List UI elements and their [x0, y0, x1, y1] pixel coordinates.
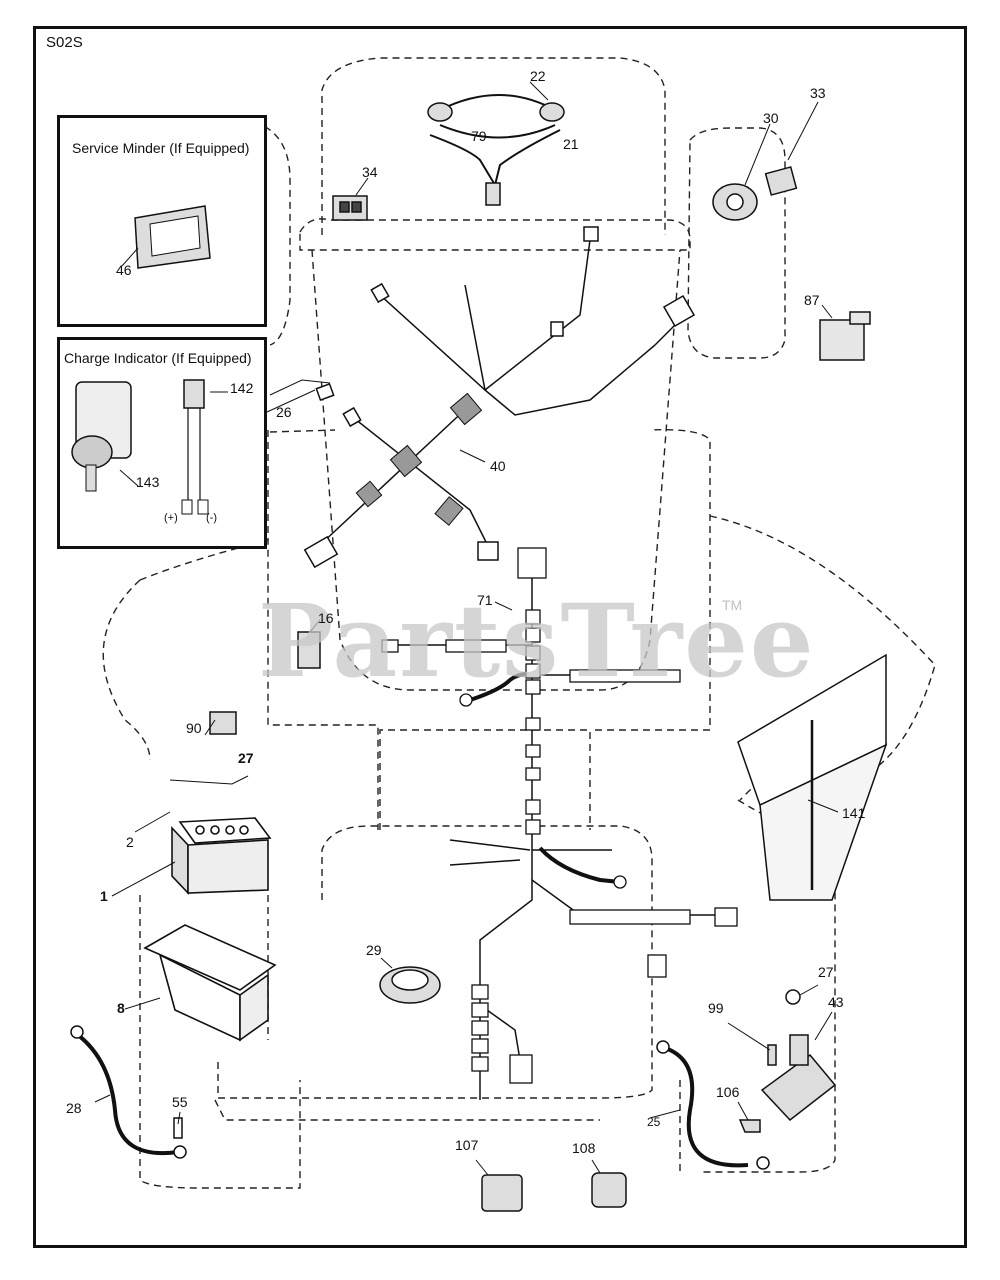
watermark-trademark: TM [722, 597, 743, 613]
callout-87: 87 [804, 292, 820, 308]
callout-55: 55 [172, 1094, 188, 1110]
battery-region-outline [139, 539, 379, 830]
charge-indicator-title: Charge Indicator (If Equipped) [64, 350, 252, 366]
cable-25 [664, 1046, 749, 1168]
callout-16: 16 [318, 610, 334, 626]
callout-108: 108 [572, 1140, 596, 1156]
callout-1: 1 [100, 888, 108, 904]
callout-90: 90 [186, 720, 202, 736]
relay-87 [819, 311, 871, 361]
chassis-outline [379, 729, 591, 830]
hood-lower-outline [311, 249, 681, 691]
diagram-frame [33, 26, 967, 1248]
connector-16 [297, 631, 321, 669]
callout-34: 34 [362, 164, 378, 180]
callout-43: 43 [828, 994, 844, 1010]
callout-99: 99 [708, 1000, 724, 1016]
callout-142: 142 [230, 380, 254, 396]
solenoid-107 [481, 1174, 523, 1212]
charge-indicator-inset: Charge Indicator (If Equipped) 142 143 (… [57, 337, 267, 549]
battery-1 [171, 817, 272, 896]
grommet-29 [379, 966, 441, 1004]
callout-8: 8 [117, 1000, 125, 1016]
hood-outline [321, 57, 666, 235]
callout-27-battery: 27 [238, 750, 254, 766]
service-minder-part-46 [121, 205, 211, 269]
key-33 [764, 166, 798, 196]
lower-center-outline [217, 825, 653, 1099]
diagram-code: S02S [46, 34, 83, 51]
callout-33: 33 [810, 85, 826, 101]
callout-25: 25 [647, 1115, 661, 1129]
callout-79: 79 [471, 128, 487, 144]
callout-143: 143 [136, 474, 160, 490]
callout-2: 2 [126, 834, 134, 850]
callout-141: 141 [842, 805, 866, 821]
service-minder-title: Service Minder (If Equipped) [72, 140, 250, 156]
callout-46: 46 [116, 262, 132, 278]
solenoid-108 [591, 1172, 627, 1208]
watermark: PartsTree [258, 582, 816, 700]
charge-indicator-parts [71, 379, 228, 515]
switch-34 [332, 195, 368, 221]
bracket-43 [738, 989, 837, 1133]
polarity-plus: (+) [164, 512, 178, 524]
part-90 [209, 711, 237, 735]
callout-71: 71 [477, 592, 493, 608]
callout-27-bracket: 27 [818, 964, 834, 980]
battery-tray-8 [143, 924, 277, 1042]
callout-40: 40 [490, 458, 506, 474]
callout-22: 22 [530, 68, 546, 84]
callout-107: 107 [455, 1137, 479, 1153]
ignition-area-outline [687, 127, 786, 359]
callout-28: 28 [66, 1100, 82, 1116]
cable-28 [76, 1033, 179, 1156]
callout-106: 106 [716, 1084, 740, 1100]
service-minder-inset: Service Minder (If Equipped) 46 [57, 115, 267, 327]
dash-panel-outline [299, 218, 691, 251]
callout-30: 30 [763, 110, 779, 126]
polarity-minus: (-) [206, 512, 217, 524]
callout-21: 21 [563, 136, 579, 152]
ignition-switch-30 [712, 183, 758, 221]
callout-29: 29 [366, 942, 382, 958]
callout-26: 26 [276, 404, 292, 420]
